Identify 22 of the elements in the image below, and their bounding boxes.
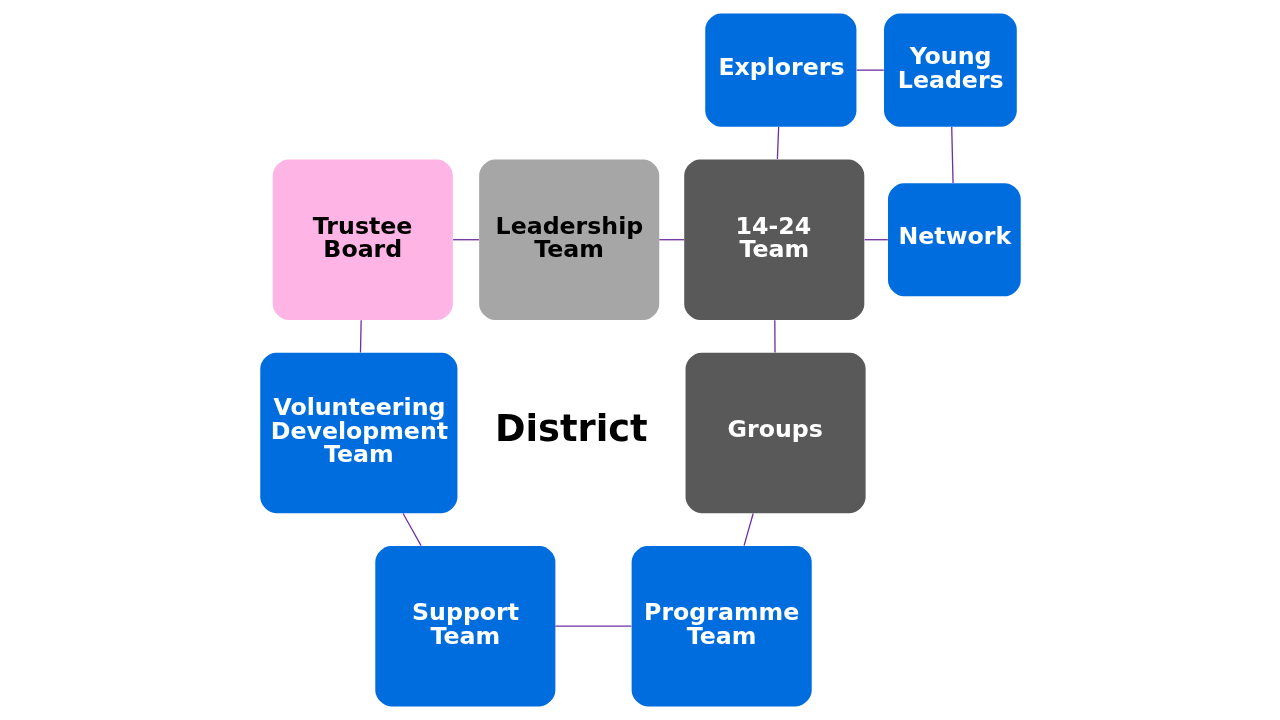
connector [451, 239, 480, 241]
connector [863, 239, 888, 241]
node-box: Explorers [704, 13, 856, 127]
connector [401, 512, 422, 547]
connector [554, 625, 632, 627]
node-box: Leadership Team [478, 159, 659, 320]
node-box: Support Team [374, 546, 555, 707]
connector [773, 319, 776, 354]
node-box: Groups [685, 352, 866, 514]
connector [742, 512, 754, 547]
node-box: Volunteering Development Team [259, 352, 457, 514]
label: District [494, 406, 648, 450]
node-box: Trustee Board [272, 159, 453, 320]
connector [776, 126, 779, 160]
connector [359, 319, 362, 354]
node-box: Network [887, 183, 1021, 297]
node-box: Programme Team [631, 546, 812, 707]
connector [658, 239, 685, 241]
node-box: Young Leaders [883, 13, 1017, 127]
node-box: 14-24 Team [683, 159, 864, 320]
connector [950, 126, 954, 184]
connector [855, 69, 884, 71]
